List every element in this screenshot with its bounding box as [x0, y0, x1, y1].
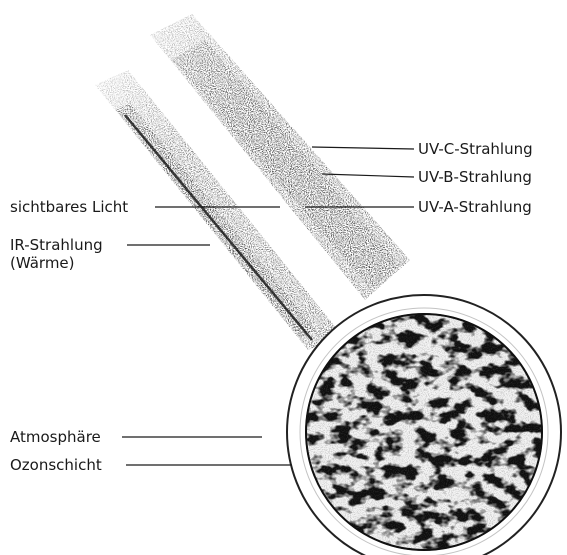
uv-c-leader: [312, 147, 414, 149]
ozone-layer-label: Ozonschicht: [10, 457, 102, 474]
ir-label-line1: IR-Strahlung: [10, 237, 103, 254]
atmosphere-label: Atmosphäre: [10, 429, 101, 446]
uv-b-label: UV-B-Strahlung: [418, 169, 532, 186]
uv-beam-dense: [172, 40, 400, 290]
uv-c-label: UV-C-Strahlung: [418, 141, 533, 158]
uv-a-label: UV-A-Strahlung: [418, 199, 532, 216]
visible-light-label: sichtbares Licht: [10, 199, 128, 216]
ir-label-line2: (Wärme): [10, 255, 75, 272]
